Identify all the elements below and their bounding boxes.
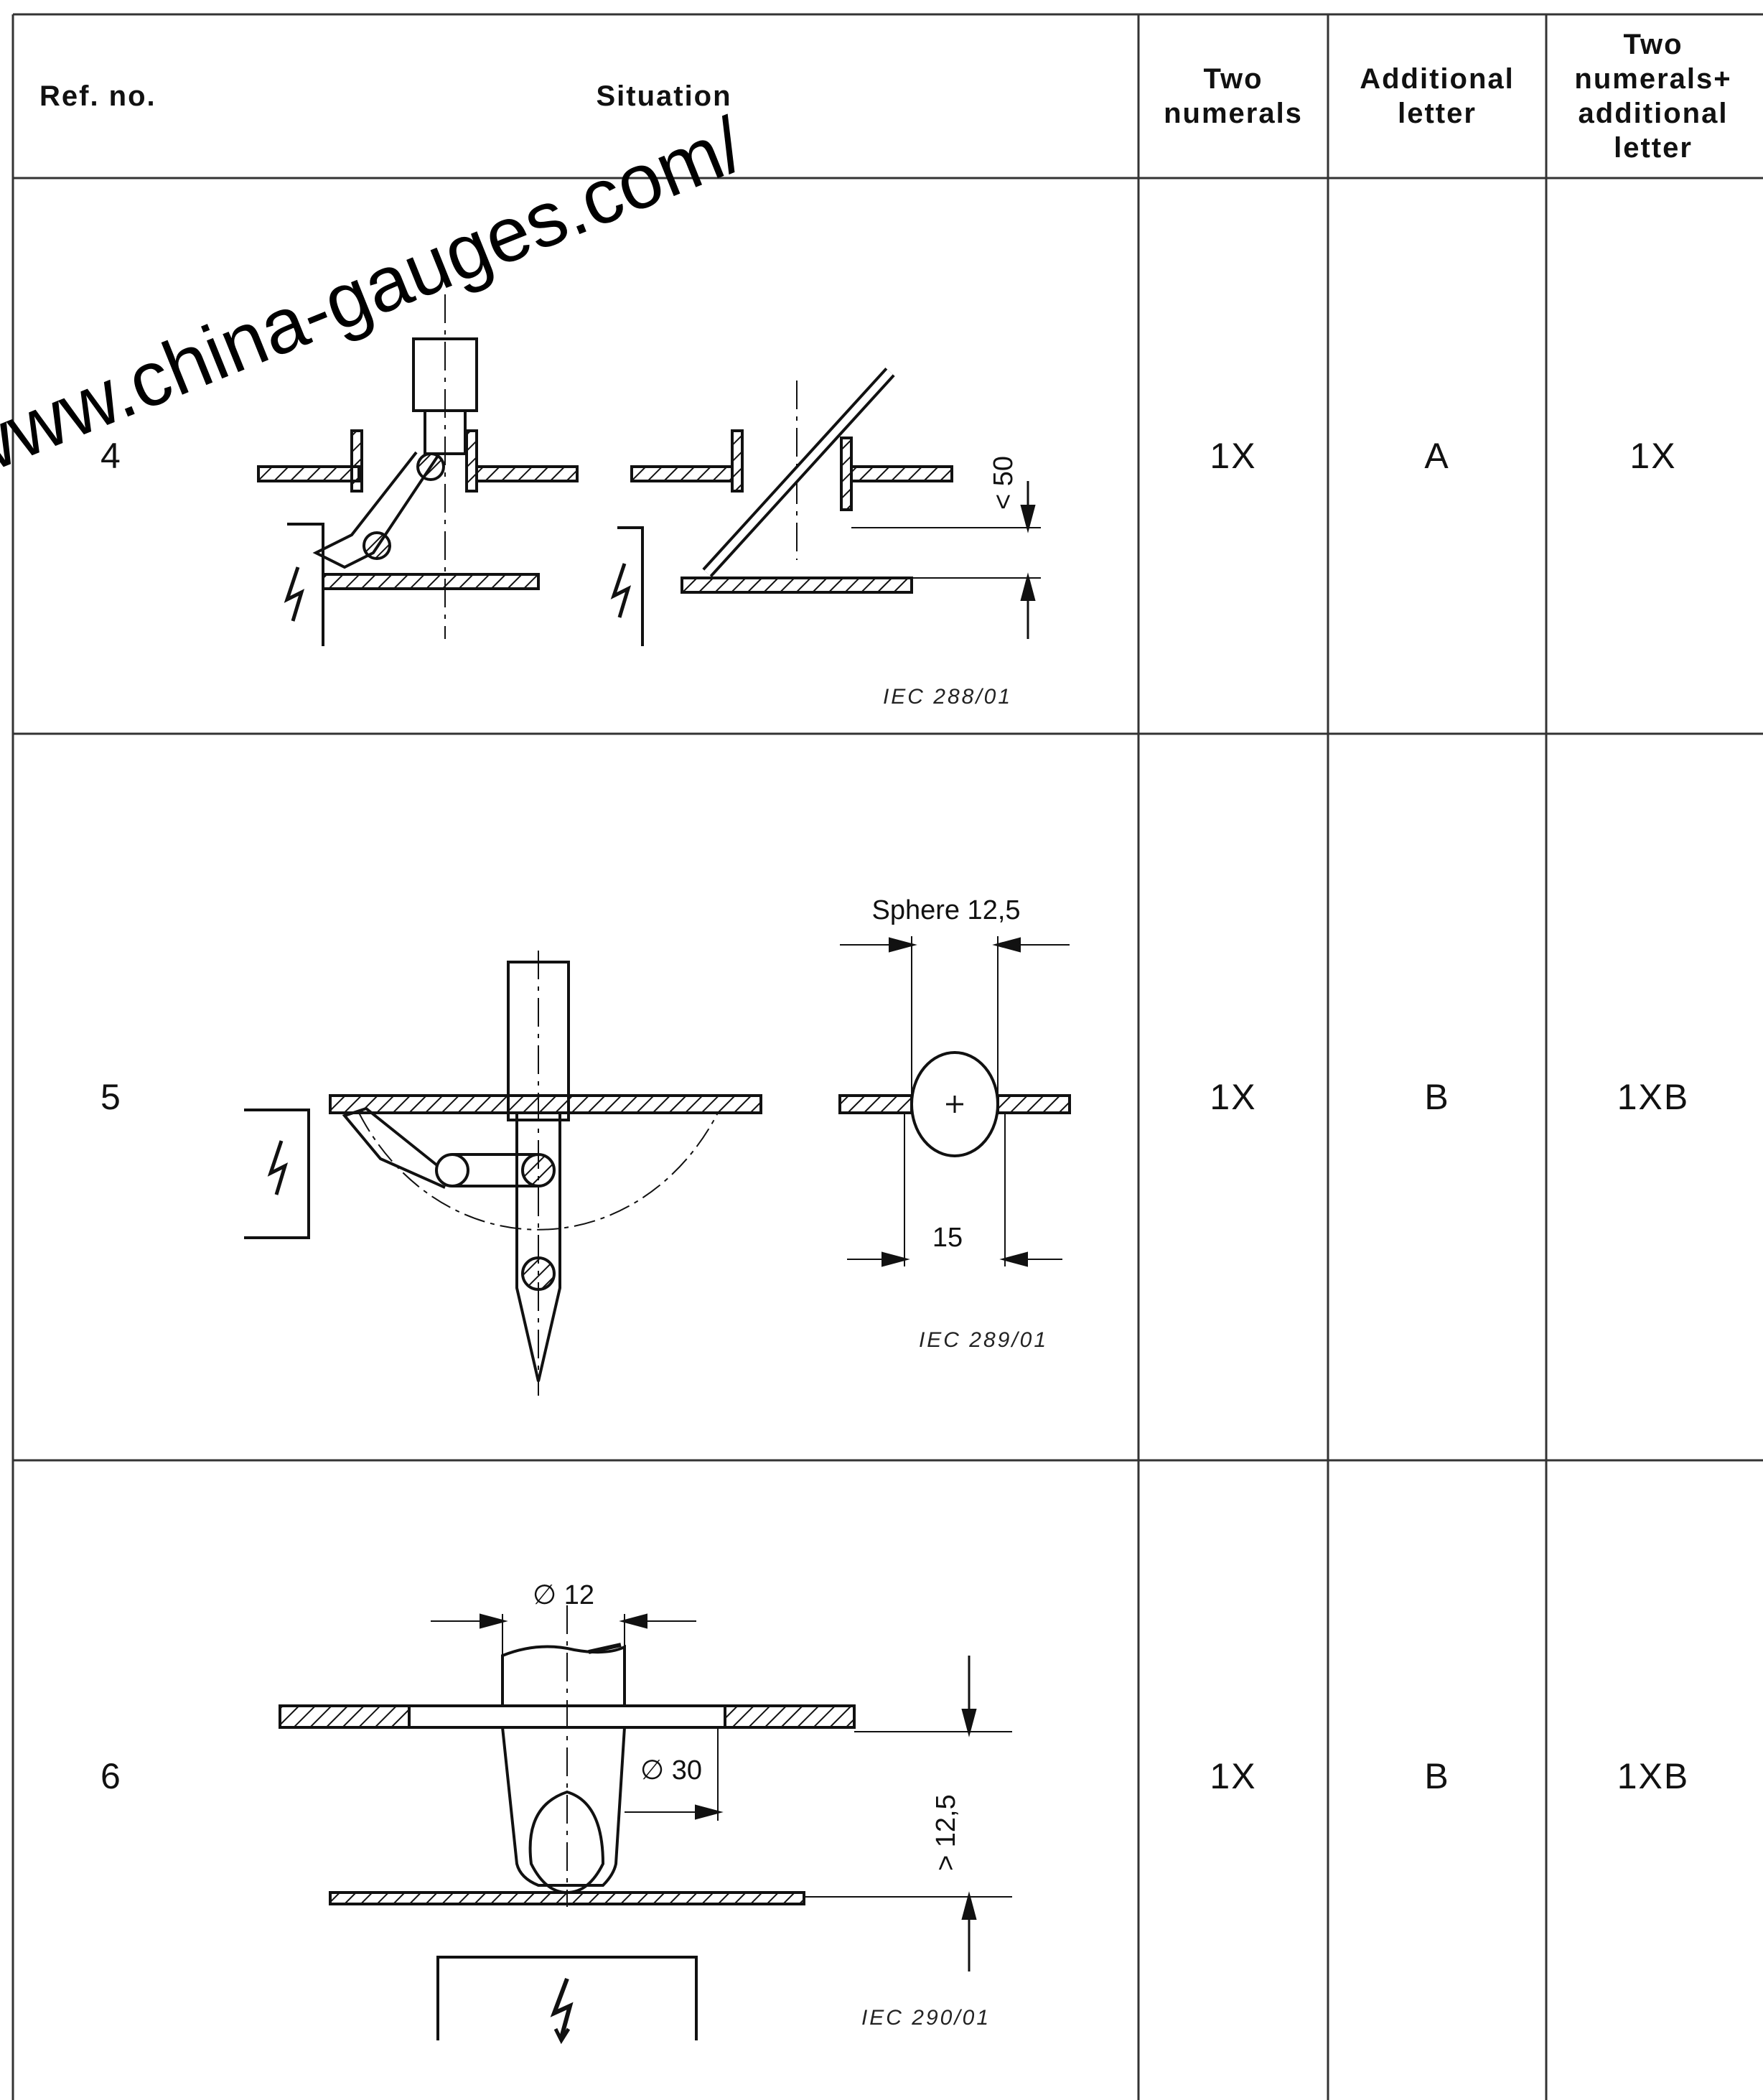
figure-ref-4: < 50 IEC 288/01	[257, 294, 1041, 709]
row-4-additional-letter: A	[1424, 436, 1450, 476]
figure-5-caption: IEC 289/01	[919, 1328, 1048, 1352]
row-5-two-numerals: 1X	[1210, 1077, 1257, 1117]
row-6-two-numerals: 1X	[1210, 1756, 1257, 1796]
figure-6-gap-label: > 12,5	[931, 1794, 961, 1871]
row-5-combined: 1XB	[1617, 1077, 1690, 1117]
header-additional-letter: Additional letter	[1360, 63, 1515, 129]
row-6-ref: 6	[100, 1756, 122, 1796]
row-4-two-numerals: 1X	[1210, 436, 1257, 476]
header-ref-no: Ref. no.	[39, 80, 156, 112]
figure-4-caption: IEC 288/01	[883, 685, 1012, 709]
row-5-additional-letter: B	[1424, 1077, 1450, 1117]
row-5-ref: 5	[100, 1077, 122, 1117]
figure-6-diameter-mid: ∅ 30	[640, 1755, 702, 1786]
header-situation: Situation	[14, 14, 1311, 178]
row-6-combined: 1XB	[1617, 1756, 1690, 1796]
figure-ref-6: ∅ 12 ∅ 30 > 12,5 IEC 290/01	[279, 1580, 1012, 2045]
row-4-ref: 4	[100, 436, 122, 476]
header-two-numerals-additional-letter: Two numerals+ additional letter	[1574, 29, 1732, 164]
figure-ref-5: Sphere 12,5 15 IEC 289/01	[244, 895, 1071, 1396]
row-4-combined: 1X	[1629, 436, 1677, 476]
header-two-numerals: Two numerals	[1164, 63, 1303, 129]
header-situation-label: Situation	[596, 80, 732, 112]
row-6-additional-letter: B	[1424, 1756, 1450, 1796]
figure-5-width-label: 15	[932, 1223, 963, 1253]
figure-6-diameter-top: ∅ 12	[533, 1580, 594, 1610]
figure-6-caption: IEC 290/01	[861, 2006, 991, 2030]
figure-4-dimension: < 50	[988, 456, 1019, 510]
figure-5-sphere-label: Sphere 12,5	[871, 895, 1020, 925]
